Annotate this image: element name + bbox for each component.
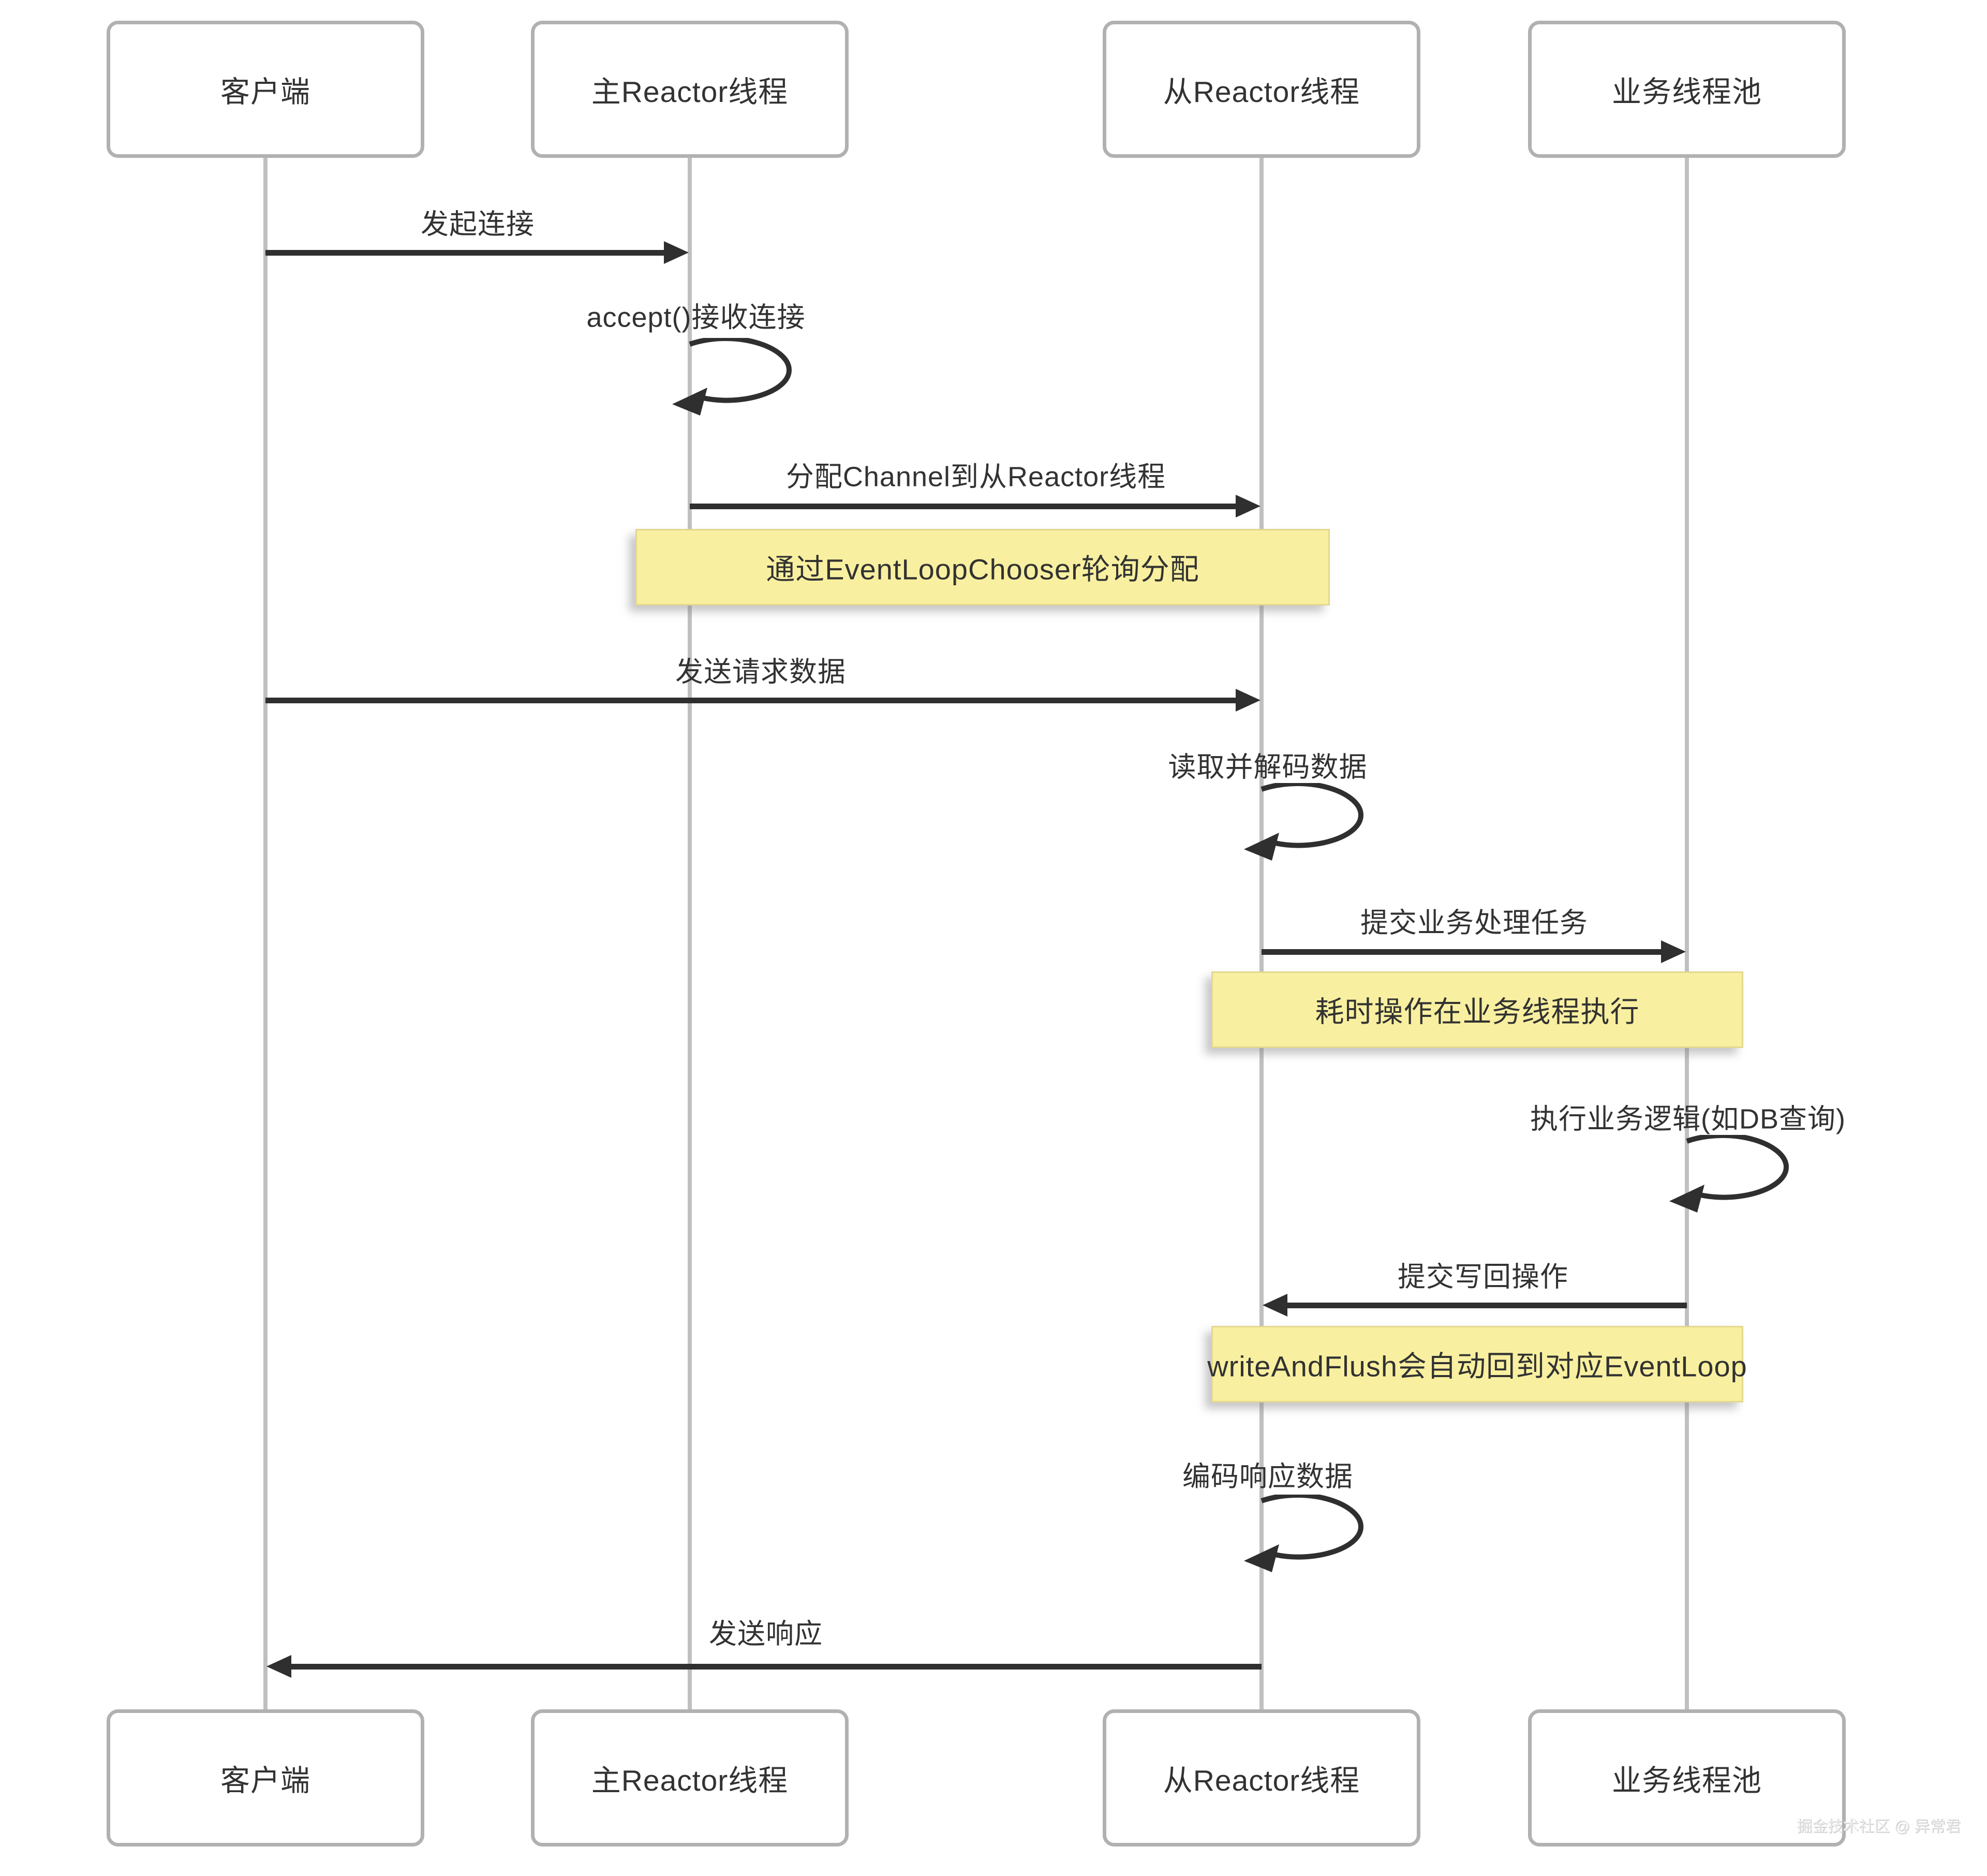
participant-bottom-1: 主Reactor线程 bbox=[531, 1709, 849, 1847]
participant-top-2: 从Reactor线程 bbox=[1103, 21, 1420, 158]
message-arrowhead-0 bbox=[664, 241, 689, 264]
note-text: writeAndFlush会自动回到对应EventLoop bbox=[1207, 1350, 1747, 1383]
message-arrow-12 bbox=[288, 1664, 1262, 1670]
participant-label: 业务线程池 bbox=[1612, 1764, 1762, 1797]
note-7: 耗时操作在业务线程执行 bbox=[1211, 971, 1743, 1048]
message-arrowhead-12 bbox=[266, 1655, 291, 1678]
self-loop-icon bbox=[672, 335, 792, 416]
self-loop-icon bbox=[1244, 780, 1364, 861]
message-label-9: 提交写回操作 bbox=[1398, 1261, 1568, 1293]
participant-label: 客户端 bbox=[220, 75, 310, 109]
message-arrow-0 bbox=[265, 250, 667, 256]
message-arrow-4 bbox=[265, 698, 1239, 703]
message-label-4: 发送请求数据 bbox=[675, 656, 846, 688]
note-3: 通过EventLoopChooser轮询分配 bbox=[635, 529, 1330, 605]
message-arrow-6 bbox=[1262, 949, 1664, 955]
participant-label: 从Reactor线程 bbox=[1163, 1764, 1360, 1797]
participant-label: 主Reactor线程 bbox=[591, 75, 789, 109]
message-label-0: 发起连接 bbox=[421, 209, 535, 240]
message-arrowhead-2 bbox=[1236, 495, 1261, 518]
self-loop-arrow-11 bbox=[1230, 1492, 1386, 1583]
participant-top-1: 主Reactor线程 bbox=[531, 21, 849, 158]
lifeline-1 bbox=[688, 157, 692, 1710]
self-message-label-1: accept()接收连接 bbox=[586, 302, 806, 333]
self-loop-arrow-8 bbox=[1656, 1132, 1811, 1223]
participant-top-0: 客户端 bbox=[107, 21, 424, 158]
lifeline-3 bbox=[1685, 157, 1689, 1710]
participant-label: 客户端 bbox=[220, 1764, 310, 1797]
watermark-text: 掘金技术社区 @ 异常君 bbox=[1797, 1818, 1961, 1835]
self-message-label-8: 执行业务逻辑(如DB查询) bbox=[1530, 1103, 1846, 1135]
message-arrowhead-4 bbox=[1236, 689, 1261, 712]
lifeline-0 bbox=[263, 157, 268, 1710]
participant-bottom-0: 客户端 bbox=[107, 1709, 424, 1847]
message-arrowhead-6 bbox=[1661, 940, 1686, 963]
self-message-label-11: 编码响应数据 bbox=[1182, 1461, 1353, 1493]
message-arrowhead-9 bbox=[1263, 1294, 1287, 1317]
self-message-label-5: 读取并解码数据 bbox=[1168, 751, 1368, 783]
participant-bottom-2: 从Reactor线程 bbox=[1103, 1709, 1420, 1847]
participant-label: 从Reactor线程 bbox=[1163, 75, 1360, 109]
message-label-12: 发送响应 bbox=[709, 1618, 823, 1650]
self-loop-icon bbox=[1244, 1492, 1364, 1572]
lifeline-2 bbox=[1259, 157, 1264, 1710]
self-loop-arrow-1 bbox=[659, 335, 814, 426]
message-label-6: 提交业务处理任务 bbox=[1360, 907, 1588, 939]
self-loop-icon bbox=[1669, 1132, 1789, 1213]
message-arrow-9 bbox=[1284, 1303, 1687, 1308]
note-text: 耗时操作在业务线程执行 bbox=[1315, 995, 1640, 1028]
message-arrow-2 bbox=[690, 504, 1239, 509]
message-label-2: 分配Channel到从Reactor线程 bbox=[785, 461, 1166, 493]
note-10: writeAndFlush会自动回到对应EventLoop bbox=[1207, 1326, 1747, 1402]
participant-label: 业务线程池 bbox=[1612, 75, 1762, 109]
self-loop-arrow-5 bbox=[1230, 780, 1386, 871]
note-text: 通过EventLoopChooser轮询分配 bbox=[766, 553, 1199, 586]
participant-top-3: 业务线程池 bbox=[1528, 21, 1846, 158]
participant-bottom-3: 业务线程池 bbox=[1528, 1709, 1846, 1847]
participant-label: 主Reactor线程 bbox=[591, 1764, 789, 1797]
